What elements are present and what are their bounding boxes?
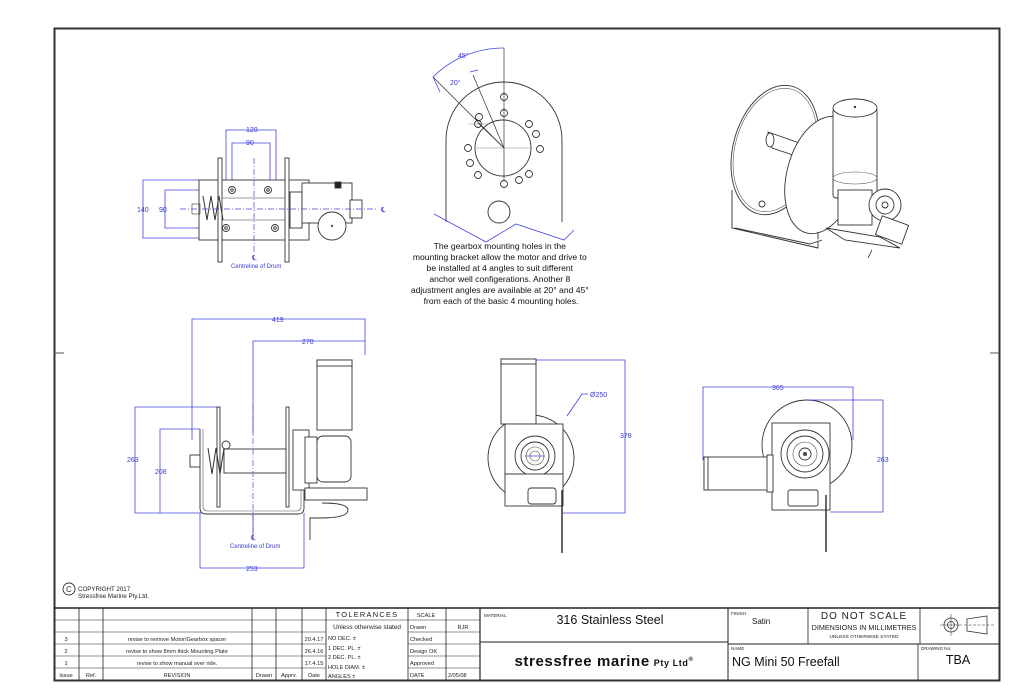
dim-263-rear: 263 xyxy=(877,457,889,464)
dim-208: 208 xyxy=(155,469,167,476)
dim-263-side: 263 xyxy=(127,457,139,464)
note-line-3: be installed at 4 angles to suit differe… xyxy=(427,263,574,273)
dim-378: 378 xyxy=(620,433,632,440)
tol-2-dec: 2 DEC. PL. ± xyxy=(328,655,361,661)
copyright-line-2: Stressfree Marine Pty.Ltd. xyxy=(78,593,149,600)
angle-45-label: 45° xyxy=(458,52,469,60)
tol-1-dec: 1 DEC. PL. ± xyxy=(328,646,361,652)
rev-text-1: revise to show manual over ride. xyxy=(137,661,218,667)
end-view: 378 Ø250 xyxy=(487,358,632,553)
side-view: 419 270 263 208 253 ℄ xyxy=(127,317,368,573)
revision-table: 3 revise to remove Motor/Gearbox spacer … xyxy=(59,637,323,679)
tolerances-subtitle: Unless otherwise stated xyxy=(333,624,401,631)
dim-140: 140 xyxy=(137,207,149,214)
tolerances-title: TOLERANCES xyxy=(336,610,399,619)
finish-block: FINISH Satin DO NOT SCALE DIMENSIONS IN … xyxy=(731,611,971,669)
rev-issue-3: 3 xyxy=(64,637,67,643)
rev-header-ref: Ref. xyxy=(86,673,97,679)
drawing-no-label: DRAWING No. xyxy=(921,646,951,651)
dim-90-top: 90 xyxy=(246,140,254,147)
dim-419: 419 xyxy=(272,317,284,324)
tol-angles: ANGLES ± xyxy=(328,674,355,680)
unless-otherwise: UNLESS OTHERWISE STATED xyxy=(829,634,899,640)
company-name-main: stressfree marine xyxy=(514,653,649,670)
dim-253: 253 xyxy=(246,566,258,573)
side-cl-symbol: ℄ xyxy=(250,535,256,542)
tol-no-dec: NO DEC. ± xyxy=(328,636,356,642)
plan-cl-end-symbol: ℄ xyxy=(380,207,386,214)
isometric-view xyxy=(730,84,910,259)
rev-header-issue: Issue xyxy=(59,673,72,679)
plan-cl-symbol: ℄ xyxy=(251,255,257,262)
plan-centreline-label: Centreline of Drum xyxy=(231,264,281,270)
dim-dia-250: Ø250 xyxy=(590,392,607,399)
note-line-6: from each of the basic 4 mounting holes. xyxy=(424,296,579,306)
copyright-symbol: C xyxy=(66,585,72,594)
date-label: DATE xyxy=(410,673,425,679)
tol-hole: HOLE DIAM. ± xyxy=(328,665,365,671)
name-label: NAME xyxy=(731,646,744,651)
company-name: stressfree marine Pty Ltd® xyxy=(514,653,693,670)
date-value: 2/05/08 xyxy=(448,673,467,679)
do-not-scale: DO NOT SCALE xyxy=(821,611,907,622)
material-label: MATERIAL xyxy=(484,613,507,618)
drawn-value: RJR xyxy=(458,625,469,631)
dim-270: 270 xyxy=(302,339,314,346)
dimensions-mm: DIMENSIONS IN MILLIMETRES xyxy=(812,623,917,632)
third-angle-projection-icon xyxy=(940,614,994,636)
angle-20-label: 20° xyxy=(450,79,461,87)
rev-header-revision: REVISION xyxy=(164,673,191,679)
rev-header-drawn: Drawn xyxy=(256,673,272,679)
rev-header-date: Date xyxy=(308,673,320,679)
material-value: 316 Stainless Steel xyxy=(556,613,663,627)
rev-text-3: revise to remove Motor/Gearbox spacer xyxy=(128,637,227,643)
dim-90-left: 90 xyxy=(159,207,167,214)
note-line-2: mounting bracket allow the motor and dri… xyxy=(413,252,587,262)
rev-issue-2: 2 xyxy=(64,649,67,655)
finish-label: FINISH xyxy=(731,611,746,616)
dim-365: 365 xyxy=(772,385,784,392)
sheet-border xyxy=(53,27,1001,682)
company-reg: ® xyxy=(688,656,693,663)
note-line-5: adjustment angles are available at 20° a… xyxy=(411,285,589,295)
rev-issue-1: 1 xyxy=(64,661,67,667)
copyright-block: C COPYRIGHT 2017 Stressfree Marine Pty.L… xyxy=(62,582,149,600)
rev-date-1: 17.4.15 xyxy=(305,661,324,667)
drawing-no-value: TBA xyxy=(946,653,971,667)
bracket-note: The gearbox mounting holes in the mounti… xyxy=(411,241,591,306)
name-value: NG Mini 50 Freefall xyxy=(732,655,840,669)
company-suffix: Pty Ltd xyxy=(654,658,689,668)
material-block: MATERIAL 316 Stainless Steel stressfree … xyxy=(484,613,693,670)
note-line-1: The gearbox mounting holes in the xyxy=(434,241,567,251)
checked-label: Checked xyxy=(410,637,432,643)
rear-view: 365 263 xyxy=(702,385,889,552)
note-line-4: anchor well configerations. Another 8 xyxy=(429,274,570,284)
side-centreline-label: Centreline of Drum xyxy=(230,544,280,550)
design-label: Design OK xyxy=(410,649,437,655)
tolerances-block: TOLERANCES Unless otherwise stated NO DE… xyxy=(328,610,401,680)
bracket-view: 45° 20° The gearbox mounting holes in th… xyxy=(411,47,591,306)
plan-view: 120 90 140 90 xyxy=(137,127,386,270)
approvals-block: SCALE Drawn RJR Checked Design OK Approv… xyxy=(410,613,468,679)
copyright-line-1: COPYRIGHT 2017 xyxy=(78,586,131,593)
rev-date-3: 20.4.17 xyxy=(305,637,324,643)
drawn-label: Drawn xyxy=(410,625,426,631)
dim-120: 120 xyxy=(246,127,258,134)
rev-header-appr: Apprv. xyxy=(281,673,297,679)
title-block xyxy=(54,607,999,680)
finish-value: Satin xyxy=(752,617,770,626)
approved-label: Approved xyxy=(410,661,434,667)
rev-date-2: 26.4.16 xyxy=(305,649,324,655)
scale-label: SCALE xyxy=(417,613,436,619)
rev-text-2: revise to show 8mm thick Mounting Plate xyxy=(126,649,228,655)
